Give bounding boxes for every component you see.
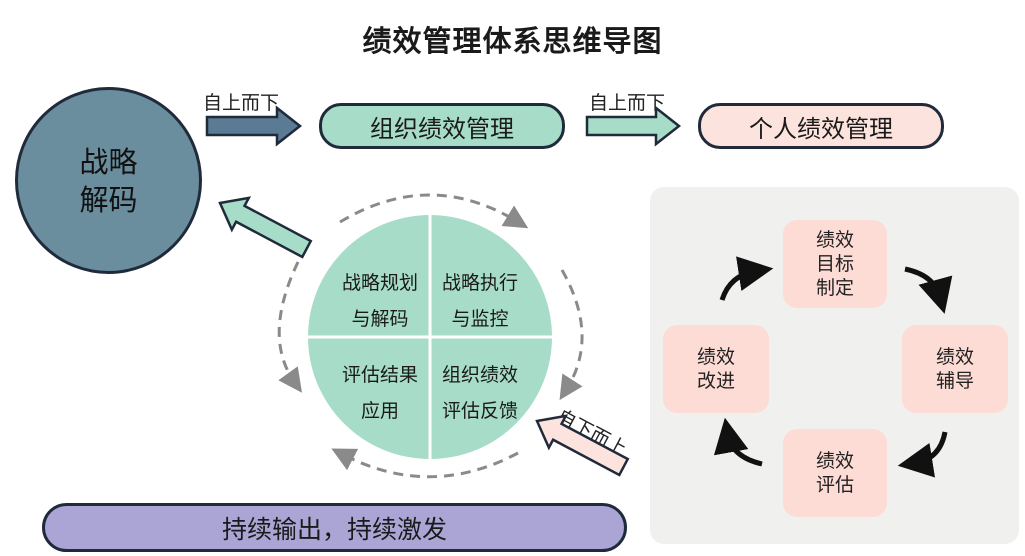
personal-performance-box: 个人绩效管理 (698, 103, 944, 149)
top-down-label-2: 自上而下 (589, 92, 666, 114)
quadrant-strategy-execution: 战略执行 与监控 (441, 272, 518, 330)
node-evaluation: 绩效 评估 (783, 429, 887, 517)
quadrant-org-feedback: 组织绩效 评估反馈 (441, 364, 518, 422)
cycle-arrow-improve-to-goal (719, 256, 774, 301)
strategy-line-2: 解码 (79, 182, 138, 217)
cycle-arrow-eval-to-improve (713, 417, 763, 467)
node-improvement: 绩效 改进 (663, 325, 769, 413)
node-goal-setting: 绩效 目标 制定 (783, 220, 887, 308)
footer-banner: 持续输出，持续激发 (42, 503, 627, 552)
bottom-up-arrow-2 (535, 414, 630, 477)
node-coaching: 绩效 辅导 (902, 325, 1008, 413)
strategy-line-1: 战略 (79, 144, 138, 179)
top-down-arrow-1 (205, 105, 303, 147)
bottom-up-arrow-1 (218, 196, 313, 259)
strategy-decoding-circle: 战略 解码 (15, 87, 202, 274)
top-down-label-1: 自上而下 (203, 92, 280, 114)
quadrant-strategy-planning: 战略规划 与解码 (341, 272, 418, 330)
cycle-arrows (713, 256, 953, 478)
dashed-arrow-left (277, 261, 302, 393)
dashed-arrow-right (559, 269, 584, 401)
dashed-arrow-top (339, 193, 529, 229)
cycle-arrow-coach-to-eval (897, 431, 948, 478)
page-title: 绩效管理体系思维导图 (362, 24, 663, 58)
individual-cycle-panel: 绩效 目标 制定 绩效 辅导 绩效 评估 绩效 改进 (650, 187, 1019, 544)
quadrant-result-application: 评估结果 应用 (341, 364, 418, 422)
org-performance-box: 组织绩效管理 (319, 103, 565, 149)
cycle-arrow-goal-to-coach (904, 266, 953, 314)
dashed-arrow-bottom (331, 448, 519, 479)
top-down-arrow-2 (585, 105, 682, 147)
